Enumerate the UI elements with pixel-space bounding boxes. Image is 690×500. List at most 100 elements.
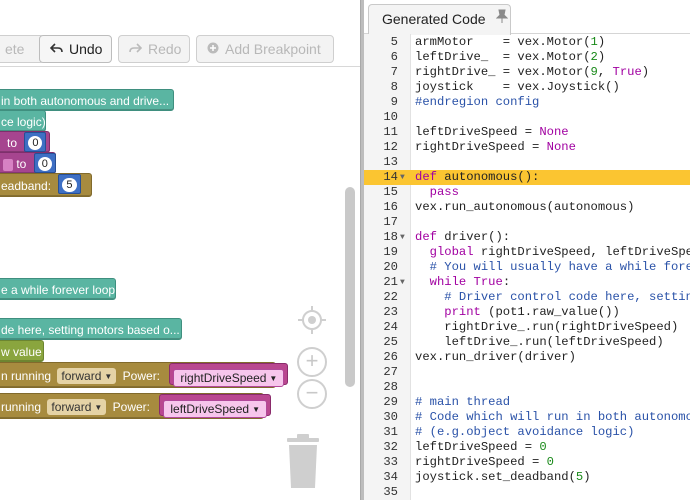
code-line[interactable]: 25 leftDrive_.run(leftDriveSpeed) xyxy=(364,335,690,350)
code-line[interactable]: 30# Code which will run in both autonomo… xyxy=(364,410,690,425)
code-line[interactable]: 19 global rightDriveSpeed, leftDriveSpee… xyxy=(364,245,690,260)
number-input[interactable]: 5 xyxy=(58,174,81,194)
code-line[interactable]: 15 pass xyxy=(364,185,690,200)
line-number[interactable]: 5 xyxy=(390,35,398,49)
code-line[interactable]: 23 print (pot1.raw_value()) xyxy=(364,305,690,320)
variable-dropdown[interactable]: rightDriveSpeed▼ xyxy=(173,369,285,387)
line-number[interactable]: 29 xyxy=(383,395,398,409)
set-deadband-block[interactable]: eadband: 5 xyxy=(0,173,92,197)
fold-toggle-icon[interactable]: ▼ xyxy=(400,233,405,242)
line-number[interactable]: 14 xyxy=(383,170,398,184)
direction-dropdown[interactable]: forward▼ xyxy=(57,368,117,384)
variable-dropdown[interactable]: leftDriveSpeed▼ xyxy=(163,400,267,418)
line-number[interactable]: 28 xyxy=(383,380,398,394)
workspace-scrollbar[interactable] xyxy=(345,187,355,387)
code-line[interactable]: 9#endregion config xyxy=(364,95,690,110)
code-line[interactable]: 35 xyxy=(364,485,690,500)
line-number[interactable]: 20 xyxy=(383,260,398,274)
line-number[interactable]: 30 xyxy=(383,410,398,424)
code-line[interactable]: 10 xyxy=(364,110,690,125)
delete-button[interactable]: ete xyxy=(0,35,44,63)
line-number[interactable]: 8 xyxy=(390,80,398,94)
line-number[interactable]: 21 xyxy=(383,275,398,289)
fold-toggle-icon[interactable]: ▼ xyxy=(400,278,405,287)
line-number[interactable]: 24 xyxy=(383,320,398,334)
code-line[interactable]: 18▼def driver(): xyxy=(364,230,690,245)
fold-toggle-icon[interactable]: ▼ xyxy=(400,173,405,182)
comment-block[interactable]: de here, setting motors based o... xyxy=(0,318,182,340)
code-line[interactable]: 20 # You will usually have a while forev… xyxy=(364,260,690,275)
line-number[interactable]: 6 xyxy=(390,50,398,64)
line-number[interactable]: 16 xyxy=(383,200,398,214)
comment-block[interactable]: e a while forever loop xyxy=(0,278,116,300)
panel-splitter[interactable] xyxy=(360,0,364,500)
line-number[interactable]: 35 xyxy=(383,485,398,499)
line-number[interactable]: 19 xyxy=(383,245,398,259)
line-number[interactable]: 11 xyxy=(383,125,398,139)
code-line[interactable]: 13 xyxy=(364,155,690,170)
motor-run-block[interactable]: running forward▼ Power: leftDriveSpeed▼ xyxy=(0,393,271,419)
line-number[interactable]: 9 xyxy=(390,95,398,109)
line-number[interactable]: 27 xyxy=(383,365,398,379)
redo-button[interactable]: Redo xyxy=(118,35,190,63)
block-workspace[interactable]: ete Undo Redo Add Breakpoint in both aut… xyxy=(0,0,360,500)
line-number[interactable]: 25 xyxy=(383,335,398,349)
direction-dropdown[interactable]: forward▼ xyxy=(47,399,107,415)
comment-block[interactable]: in both autonomous and drive... xyxy=(0,89,174,111)
undo-button[interactable]: Undo xyxy=(39,35,112,63)
number-input[interactable]: 0 xyxy=(33,153,56,173)
line-number[interactable]: 31 xyxy=(383,425,398,439)
variable-dropdown[interactable] xyxy=(3,158,13,171)
variable-getter[interactable]: rightDriveSpeed▼ xyxy=(169,363,289,387)
line-number[interactable]: 17 xyxy=(383,215,398,229)
code-line[interactable]: 21▼ while True: xyxy=(364,275,690,290)
trash-button[interactable] xyxy=(285,434,321,488)
zoom-out-button[interactable]: − xyxy=(297,379,327,409)
line-number[interactable]: 12 xyxy=(383,140,398,154)
comment-block[interactable]: ce logic) xyxy=(0,110,46,132)
tab-generated-code[interactable]: Generated Code xyxy=(368,4,511,35)
add-breakpoint-button[interactable]: Add Breakpoint xyxy=(196,35,334,63)
code-line[interactable]: 27 xyxy=(364,365,690,380)
code-line[interactable]: 14▼def autonomous(): xyxy=(364,170,690,185)
number-input[interactable]: 0 xyxy=(24,132,47,152)
line-number[interactable]: 22 xyxy=(383,290,398,304)
line-number[interactable]: 26 xyxy=(383,350,398,364)
variable-getter[interactable]: leftDriveSpeed▼ xyxy=(159,394,271,418)
code-line[interactable]: 24 rightDrive_.run(rightDriveSpeed) xyxy=(364,320,690,335)
line-number[interactable]: 7 xyxy=(390,65,398,79)
code-line[interactable]: 17 xyxy=(364,215,690,230)
line-number[interactable]: 10 xyxy=(383,110,398,124)
set-variable-block[interactable]: to 0 xyxy=(0,152,56,174)
line-number[interactable]: 32 xyxy=(383,440,398,454)
code-line[interactable]: 29# main thread xyxy=(364,395,690,410)
pin-icon[interactable] xyxy=(495,5,509,33)
line-number[interactable]: 33 xyxy=(383,455,398,469)
line-number[interactable]: 15 xyxy=(383,185,398,199)
code-line[interactable]: 28 xyxy=(364,380,690,395)
code-line[interactable]: 31# (e.g.object avoidance logic) xyxy=(364,425,690,440)
motor-run-block[interactable]: n running forward▼ Power: rightDriveSpee… xyxy=(0,362,289,388)
recenter-button[interactable] xyxy=(297,305,327,335)
print-block[interactable]: w value xyxy=(0,340,44,362)
line-number[interactable]: 13 xyxy=(383,155,398,169)
zoom-in-button[interactable]: + xyxy=(297,347,327,377)
code-line[interactable]: 22 # Driver control code here, setting m xyxy=(364,290,690,305)
set-variable-block[interactable]: to 0 xyxy=(0,131,50,153)
line-number[interactable]: 34 xyxy=(383,470,398,484)
block-text: in both autonomous and drive... xyxy=(1,94,170,108)
line-number[interactable]: 23 xyxy=(383,305,398,319)
line-number[interactable]: 18 xyxy=(383,230,398,244)
